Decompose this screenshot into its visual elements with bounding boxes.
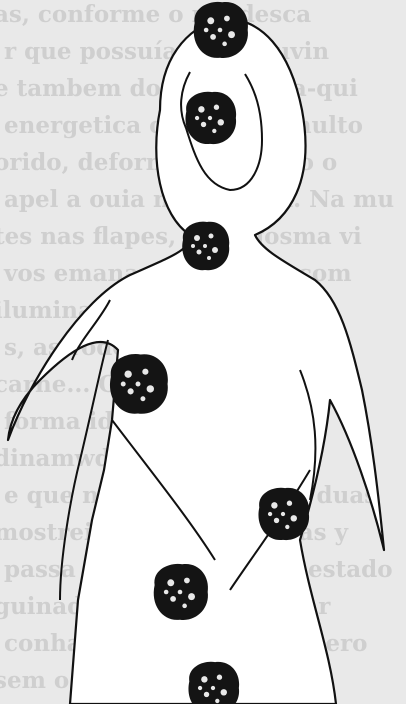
- chakra-marker-navel: [258, 488, 309, 540]
- chakra-marker-head-top: [194, 2, 248, 58]
- chakra-marker-base: [188, 662, 239, 704]
- chakra-marker-pelvis: [154, 564, 208, 620]
- chakra-marker-heart: [110, 354, 168, 414]
- chakra-marker-throat: [182, 222, 229, 271]
- chakra-marker-forehead: [185, 92, 236, 144]
